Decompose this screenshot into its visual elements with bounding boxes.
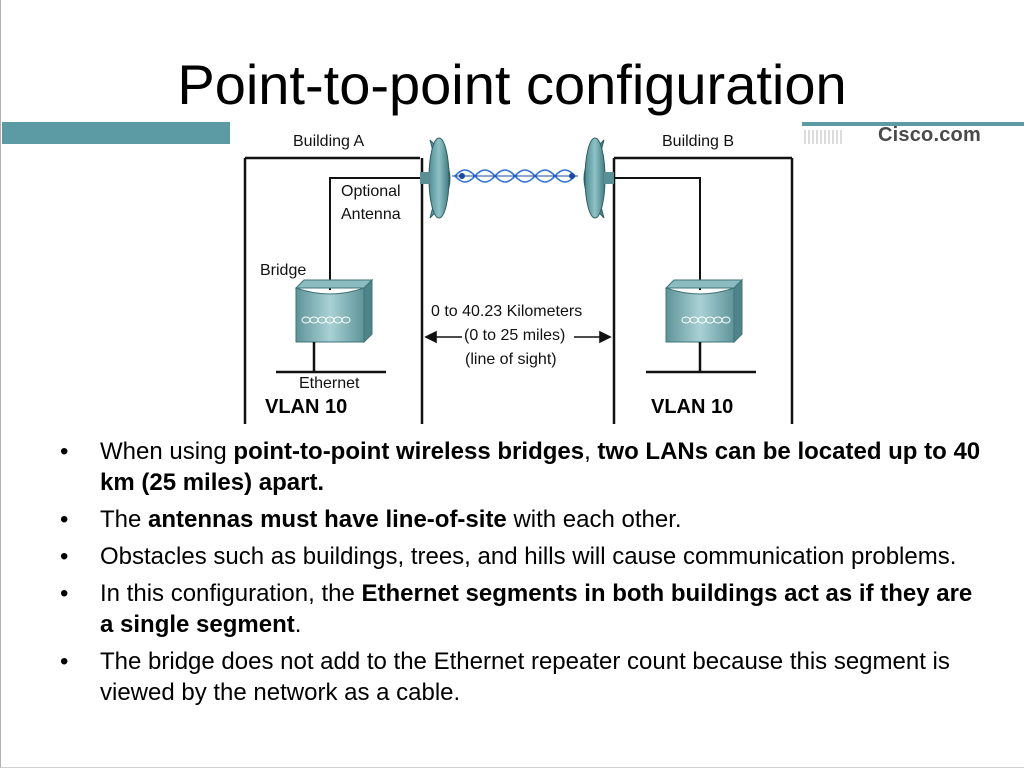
bridge-device-icon [664, 278, 744, 344]
bullet-dot: • [60, 438, 69, 465]
network-diagram [243, 137, 794, 424]
ethernet-segments [276, 342, 756, 374]
bullet-item: •In this configuration, the Ethernet seg… [60, 580, 973, 638]
bullet-dot: • [60, 580, 69, 607]
bullet-item: •Obstacles such as buildings, trees, and… [60, 543, 957, 570]
bullet-item: •When using point-to-point wireless brid… [60, 438, 981, 496]
distance-arrow [424, 330, 612, 344]
optional-antenna-label-line2: Antenna [341, 206, 401, 223]
distance-label-line2: (0 to 25 miles) [464, 327, 566, 344]
bullet-dot: • [60, 506, 69, 533]
bullet-item: •The bridge does not add to the Ethernet… [60, 648, 950, 706]
bridge-device-icon [294, 278, 374, 344]
bullet-list: •When using point-to-point wireless brid… [56, 436, 986, 714]
bridge-label: Bridge [260, 262, 307, 279]
cisco-logo: Cisco.com [878, 124, 981, 146]
wireless-wave-icon [452, 169, 578, 183]
ethernet-label: Ethernet [299, 375, 360, 392]
dish-antenna-icon [569, 137, 614, 219]
slide-title: Point-to-point configuration [177, 53, 847, 116]
dish-antenna-icon [420, 137, 465, 219]
accent-band-left [2, 122, 230, 144]
accent-band-right [802, 122, 1024, 126]
bullet-dot: • [60, 543, 69, 570]
logo-stripes [804, 130, 842, 144]
building-b-label: Building B [662, 133, 735, 150]
building-b-outline [612, 156, 794, 424]
building-a-label: Building A [293, 133, 365, 150]
bullet-item: •The antennas must have line-of-site wit… [60, 506, 682, 533]
building-a-outline [243, 156, 424, 424]
antenna-cables [329, 177, 701, 290]
bullet-dot: • [60, 648, 69, 675]
optional-antenna-label-line1: Optional [341, 183, 401, 200]
vlan-right-label: VLAN 10 [651, 396, 734, 418]
distance-label-line1: 0 to 40.23 Kilometers [431, 303, 583, 320]
distance-label-line3: (line of sight) [465, 351, 557, 368]
vlan-left-label: VLAN 10 [265, 396, 348, 418]
